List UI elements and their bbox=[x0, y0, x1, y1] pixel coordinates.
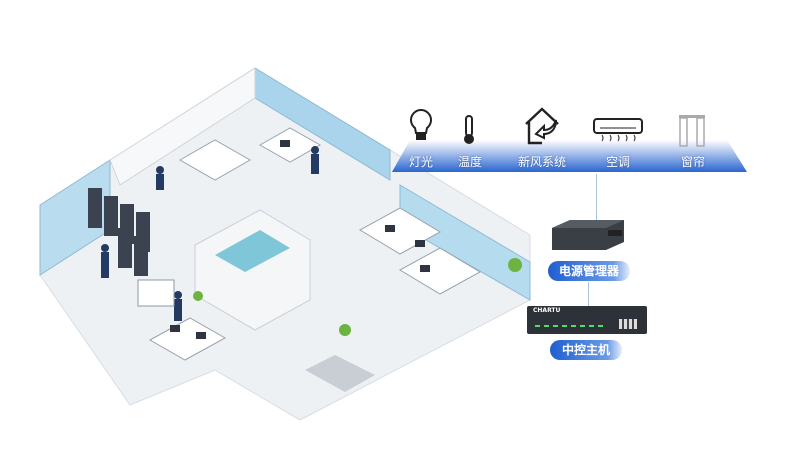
interior-wall bbox=[109, 67, 256, 186]
thermometer-icon bbox=[464, 115, 474, 144]
status-leds bbox=[535, 325, 605, 327]
curtain-icon bbox=[679, 115, 705, 147]
central-controller-label: 中控主机 bbox=[550, 340, 622, 360]
monitors bbox=[170, 140, 430, 339]
central-controller-device: CHARTU bbox=[527, 306, 647, 334]
kitchen-counter bbox=[215, 230, 290, 272]
device-label-air-conditioner: 空调 bbox=[605, 155, 631, 169]
device-band bbox=[392, 140, 747, 172]
device-label-light: 灯光 bbox=[408, 155, 434, 169]
light-bulb-icon bbox=[410, 108, 432, 140]
floor-rug bbox=[305, 355, 375, 392]
plants bbox=[193, 258, 522, 336]
fresh-air-house-icon bbox=[525, 107, 559, 145]
ports bbox=[619, 319, 637, 329]
server-racks bbox=[88, 188, 150, 276]
device-label-temperature: 温度 bbox=[457, 155, 483, 169]
power-manager-label: 电源管理器 bbox=[548, 261, 630, 281]
power-manager-device bbox=[552, 220, 624, 250]
air-conditioner-icon bbox=[593, 118, 643, 142]
device-label-curtain: 窗帘 bbox=[680, 155, 706, 169]
connector-line bbox=[588, 282, 589, 306]
device-label-fresh-air: 新风系统 bbox=[517, 155, 567, 169]
connector-line bbox=[596, 174, 597, 224]
device-brand: CHARTU bbox=[533, 307, 561, 314]
people bbox=[101, 146, 319, 321]
whiteboard bbox=[137, 279, 175, 307]
